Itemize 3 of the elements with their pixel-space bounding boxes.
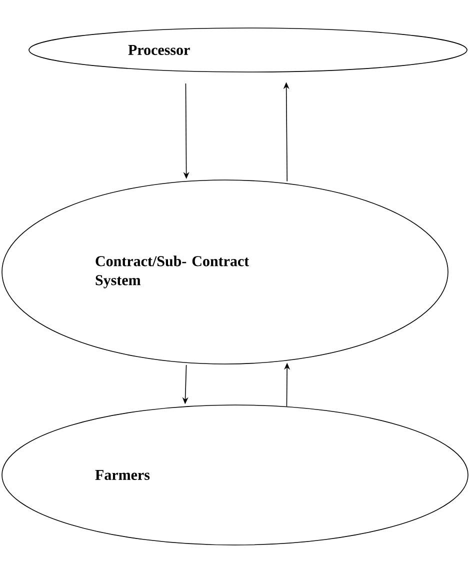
ellipse-node: Farmers [2,404,468,546]
ellipse-node: Processor [28,28,468,72]
ellipse-node: Contract/Sub- Contract System [2,180,448,364]
